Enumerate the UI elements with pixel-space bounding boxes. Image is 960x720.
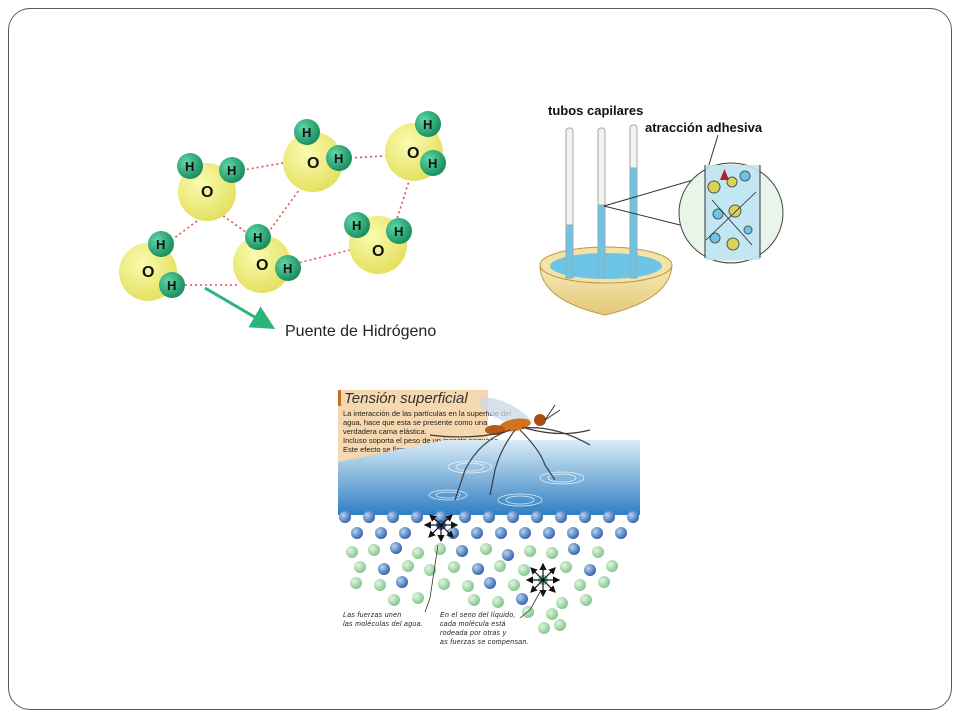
- note-right-line: as fuerzas se compensan.: [440, 639, 529, 646]
- atom-label-o: O: [256, 257, 268, 274]
- water-molecule: H H O: [119, 231, 185, 301]
- atom-label-h: H: [167, 278, 176, 293]
- description-line: La interacción de las partículas en la s…: [343, 409, 511, 418]
- water-molecule: H H O: [344, 212, 412, 274]
- atom-label-o: O: [372, 243, 384, 260]
- note-right-line: En el seno del líquido,: [440, 612, 516, 619]
- zoom-circle: [678, 162, 784, 264]
- surface-tension-title: Tensión superficial: [344, 390, 468, 407]
- atom-label-h: H: [185, 159, 194, 174]
- mosquito-illustration: [429, 397, 591, 501]
- atom-label-h: H: [334, 151, 343, 166]
- slide-frame: [8, 8, 952, 710]
- atom-label-h: H: [227, 163, 236, 178]
- bulk-molecules: [346, 542, 618, 634]
- atom-label-h: H: [428, 156, 437, 171]
- pointer-arrow: [204, 286, 276, 330]
- capillary-figure: tubos capilares atracción adhesiva: [539, 103, 784, 316]
- adhesive-attraction-label: atracción adhesiva: [645, 120, 763, 135]
- description-line: verdadera cama elástica.: [343, 427, 427, 436]
- atom-label-h: H: [423, 117, 432, 132]
- description-line: agua, hace que esta se presente como una: [343, 418, 488, 427]
- atom-label-o: O: [201, 184, 213, 201]
- note-right-line: cada molécula está: [440, 621, 506, 628]
- hydrogen-bond-caption: Puente de Hidrógeno: [285, 323, 436, 340]
- bulk-force-arrows: [525, 562, 561, 598]
- surface-molecules: [339, 511, 639, 539]
- capillary-tubes: [565, 124, 638, 279]
- note-left-line: las moléculas del agua.: [343, 621, 423, 628]
- atom-label-o: O: [307, 155, 319, 172]
- capillary-title: tubos capilares: [548, 103, 643, 118]
- atom-label-h: H: [283, 261, 292, 276]
- water-molecule: H H O: [177, 153, 245, 221]
- atom-label-h: H: [302, 125, 311, 140]
- description-line: Incluso soporta el peso de un insecto pe…: [343, 436, 500, 445]
- atom-label-h: H: [253, 230, 262, 245]
- surface-tension-figure: Tensión superficial La interacción de la…: [338, 390, 640, 646]
- water-molecule: H H O: [283, 119, 352, 192]
- atom-label-h: H: [394, 224, 403, 239]
- atom-label-o: O: [407, 145, 419, 162]
- water-molecule: H H O: [385, 111, 446, 181]
- water-molecule: H H O: [233, 224, 301, 293]
- surface-force-arrows: [423, 514, 459, 543]
- note-right-line: rodeada por otras y: [440, 630, 507, 637]
- atom-label-h: H: [156, 237, 165, 252]
- water-surface: [338, 440, 640, 515]
- hydrogen-bond-figure: H H O H H O H H O H H O: [119, 111, 446, 340]
- atom-label-o: O: [142, 264, 154, 281]
- atom-label-h: H: [352, 218, 361, 233]
- note-left-line: Las fuerzas unen: [343, 612, 402, 619]
